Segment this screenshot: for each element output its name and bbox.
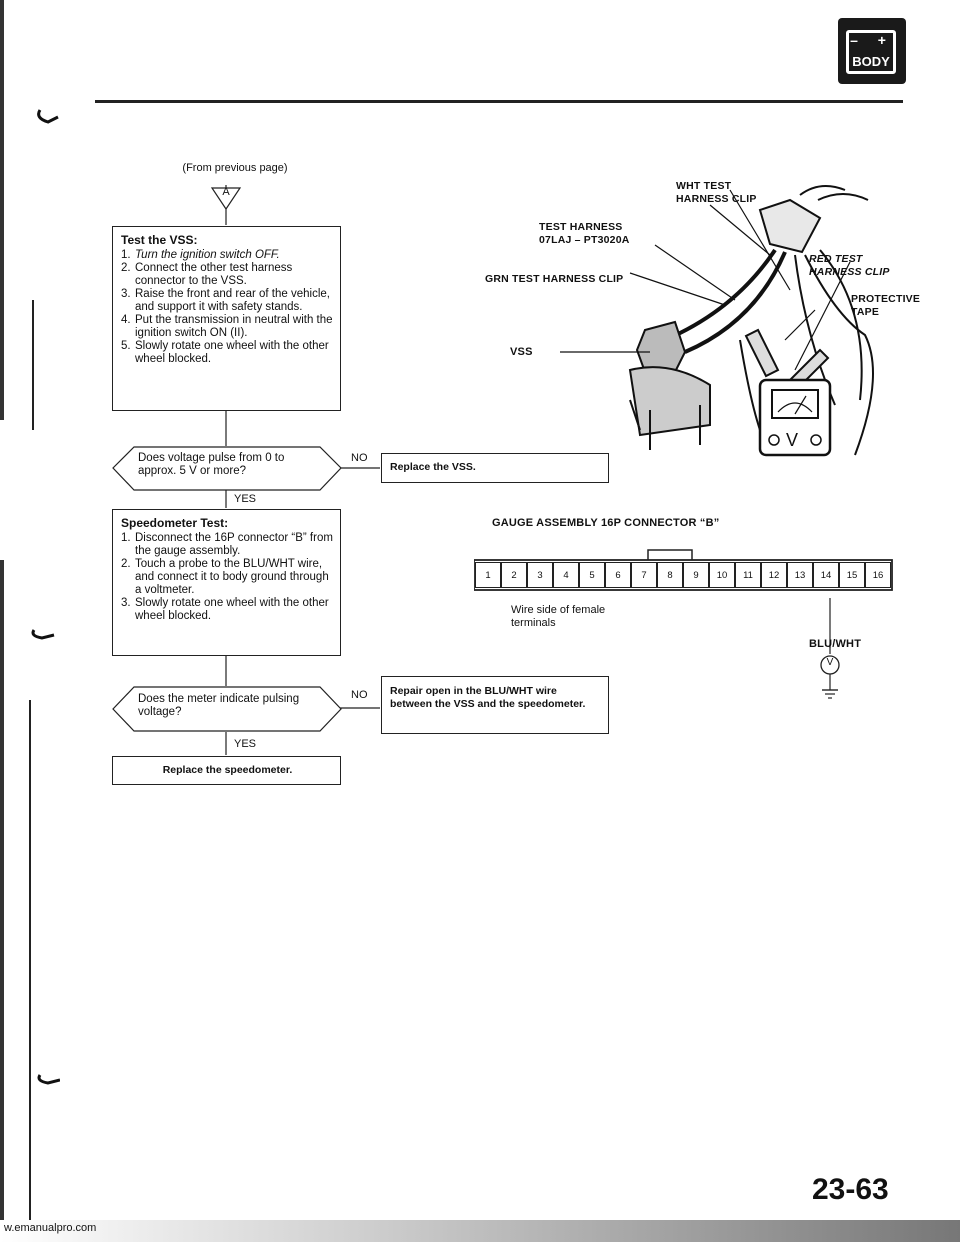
connector-pin: 16 [865,562,891,588]
edge-mark-1 [37,109,59,124]
replace-speedometer-text: Replace the speedometer. [162,764,293,776]
probe-lead [744,328,780,378]
test-harness-pn-label: 07LAJ – PT3020A [539,234,630,246]
connector-title: GAUGE ASSEMBLY 16P CONNECTOR “B” [492,517,720,529]
connector-pin: 7 [631,562,657,588]
connector-pin: 8 [657,562,683,588]
repair-open-text: Repair open in the BLU/WHT wire between … [390,685,586,710]
repair-open-box: Repair open in the BLU/WHT wire between … [381,676,609,734]
protective-tape-label: PROTECTIVE TAPE [851,293,921,318]
test-vss-title: Test the VSS: [121,233,198,247]
binding-edge [0,560,4,1242]
list-item: 3.Raise the front and rear of the vehicl… [121,288,330,313]
connector-pin: 14 [813,562,839,588]
connector-marker: A [222,186,230,198]
vss-label: VSS [510,346,533,358]
connector-pin: 1 [475,562,501,588]
speedometer-test-title: Speedometer Test: [121,516,229,530]
question-meter-pulsing-text: Does the meter indicate pulsing voltage? [138,693,300,718]
list-item: 1.Turn the ignition switch OFF. [121,249,280,261]
question-meter-pulsing: Does the meter indicate pulsing voltage? [112,686,342,732]
edge-mark-3 [37,1074,60,1085]
test-harness-label: TEST HARNESS [539,221,623,233]
body-label: BODY [852,54,890,69]
list-item: 2.Connect the other test harness connect… [121,262,293,287]
wht-clip-label: WHT TEST HARNESS CLIP [676,180,757,205]
edge-mark-2 [31,629,55,640]
list-item: 4.Put the transmission in neutral with t… [121,314,333,339]
question-voltage-pulse-text: Does voltage pulse from 0 to approx. 5 V… [138,452,285,477]
harness-cable-1 [664,248,777,342]
battery-signs: – + [850,32,894,48]
q1-no-label: NO [351,452,368,464]
q2-yes-label: YES [234,738,257,750]
wire-color-label: BLU/WHT [809,638,862,650]
question-voltage-pulse: Does voltage pulse from 0 to approx. 5 V… [112,446,342,491]
probe-wire [820,598,840,699]
connector-pin: 6 [605,562,631,588]
speedometer-test-box: Speedometer Test: 1.Disconnect the 16P c… [112,509,341,656]
connector-pin: 15 [839,562,865,588]
svg-text:V: V [786,430,798,450]
connector-triangle [210,187,242,211]
wht-clip-connector [758,198,822,254]
connector-pin: 13 [787,562,813,588]
header-rule [95,100,903,103]
connector-pin: 11 [735,562,761,588]
speedometer-test-steps: 1.Disconnect the 16P connector “B” from … [121,532,334,623]
list-item: 3.Slowly rotate one wheel with the other… [121,597,329,622]
battery-terminal-icon [846,30,896,74]
replace-vss-text: Replace the VSS. [390,461,476,473]
connector-outline [474,549,893,591]
page-number: 23-63 [812,1173,889,1206]
q2-no-label: NO [351,689,368,701]
footer-rule [0,1220,960,1242]
footer-site: w.emanualpro.com [4,1222,97,1234]
connector-pin: 10 [709,562,735,588]
test-vss-steps: 1.Turn the ignition switch OFF. 2.Connec… [121,249,334,366]
list-item: 5.Slowly rotate one wheel with the other… [121,340,329,365]
binding-edge-top [0,0,4,420]
harness-cable-2 [684,251,787,354]
q1-yes-label: YES [234,493,257,505]
wire-side-label: Wire side of female terminals [511,604,606,629]
grn-clip-label: GRN TEST HARNESS CLIP [485,273,624,285]
vss-sensor [635,320,687,373]
replace-speedometer-box: Replace the speedometer. [112,756,341,785]
from-previous-page: (From previous page) [182,162,288,174]
harness-illustration: V [560,185,874,457]
test-vss-box: Test the VSS: 1.Turn the ignition switch… [112,226,341,411]
connector-pin: 2 [501,562,527,588]
list-item: 2.Touch a probe to the BLU/WHT wire, and… [121,558,329,596]
connector-pin: 4 [553,562,579,588]
connector-pin: 5 [579,562,605,588]
list-item: 1.Disconnect the 16P connector “B” from … [121,532,333,557]
connector-pin: 3 [527,562,553,588]
replace-vss-box: Replace the VSS. [381,453,609,483]
page-edge-marks [29,109,60,1242]
meter-symbol-letter: V [826,657,834,668]
connector-pin: 9 [683,562,709,588]
connector-pin: 12 [761,562,787,588]
body-section-icon: – + BODY [838,18,906,84]
red-clip-label: RED TEST HARNESS CLIP [809,253,890,278]
